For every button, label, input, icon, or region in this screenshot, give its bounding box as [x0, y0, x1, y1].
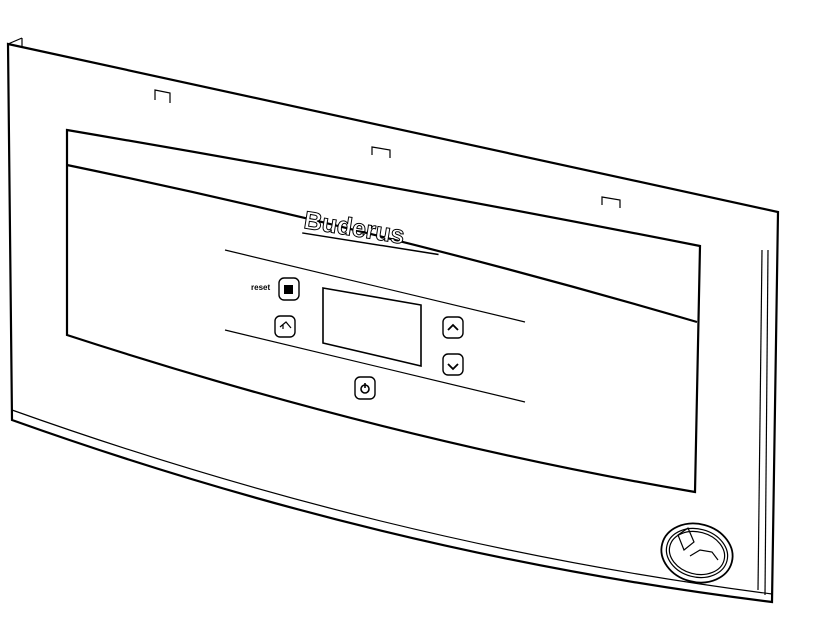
- display-screen: [322, 287, 422, 368]
- logo-text: Buderus: [302, 206, 407, 250]
- control-recess: [65, 128, 702, 494]
- reset-icon: [284, 285, 293, 294]
- mounting-tabs: [154, 89, 621, 208]
- service-cap[interactable]: [655, 516, 740, 591]
- reset-label: reset: [251, 283, 270, 292]
- chevron-down-icon: [447, 363, 459, 371]
- power-button[interactable]: [354, 376, 376, 400]
- chimney-sweep-icon: [279, 321, 292, 329]
- up-button[interactable]: [442, 316, 464, 339]
- front-cover: [6, 37, 780, 604]
- buderus-logo: Buderus: [302, 206, 439, 256]
- reset-button[interactable]: [278, 277, 300, 301]
- chimney-sweep-button[interactable]: [274, 315, 296, 338]
- chevron-up-icon: [447, 323, 459, 331]
- down-button[interactable]: [442, 353, 464, 376]
